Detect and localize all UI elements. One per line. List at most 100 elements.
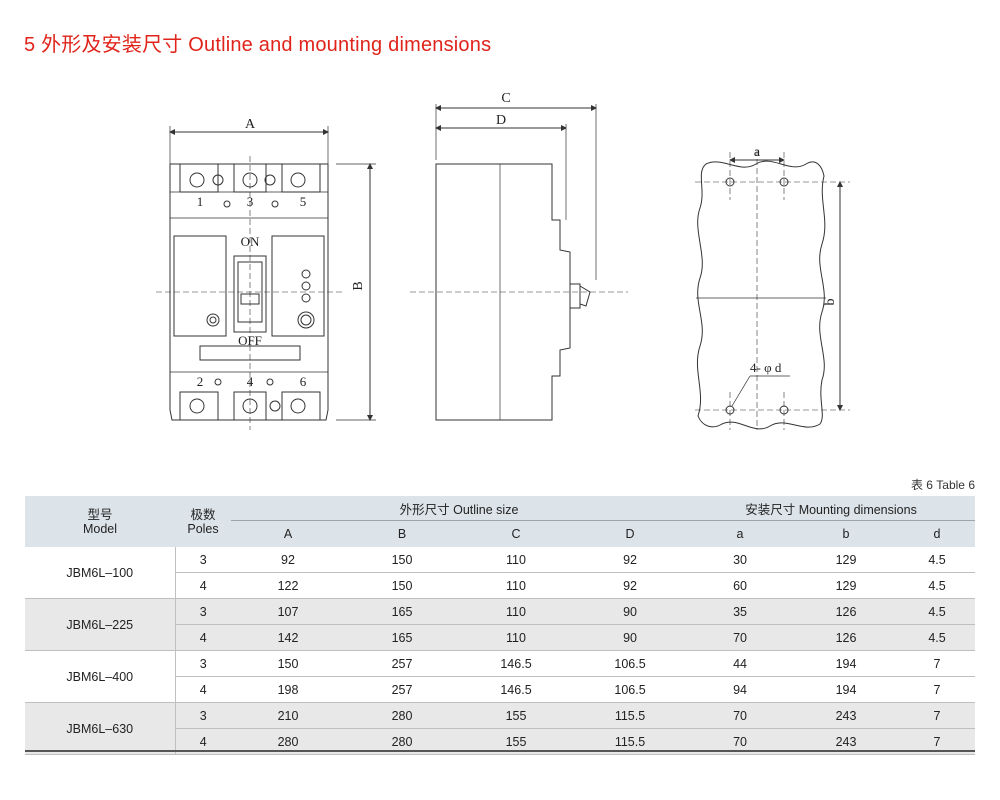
- value-cell: 110: [459, 598, 573, 625]
- dim-label-b-spacing: b: [823, 299, 838, 306]
- poles-cell: 4: [174, 572, 231, 599]
- value-cell: 150: [345, 572, 459, 599]
- model-cell: JBM6L–225: [25, 598, 175, 651]
- model-cell: JBM6L–630: [25, 702, 175, 755]
- poles-cell: 4: [174, 624, 231, 651]
- value-cell: 210: [231, 702, 345, 729]
- value-cell: 4.5: [899, 598, 976, 625]
- value-cell: 7: [899, 702, 976, 729]
- header-poles-cn: 极数: [190, 507, 216, 522]
- value-cell: 4.5: [899, 547, 976, 573]
- poles-cell: 3: [174, 547, 231, 573]
- value-cell: 4.5: [899, 624, 976, 651]
- terminal-label-2: 2: [197, 374, 204, 389]
- header-col-d-mount: d: [899, 520, 976, 547]
- dim-label-c: C: [501, 91, 510, 106]
- front-right-window: [271, 235, 325, 337]
- header-model-en: Model: [82, 521, 118, 536]
- value-cell: 110: [459, 624, 573, 651]
- dimensions-table: 型号 Model 极数 Poles 外形尺寸 Outline size 安装尺寸…: [25, 496, 976, 755]
- value-cell: 194: [793, 650, 900, 677]
- value-cell: 126: [793, 624, 900, 651]
- value-cell: 257: [345, 676, 459, 703]
- header-col-d: D: [573, 520, 688, 547]
- value-cell: 150: [345, 547, 459, 573]
- value-cell: 110: [459, 547, 573, 573]
- front-left-window: [173, 235, 227, 337]
- poles-cell: 3: [174, 650, 231, 677]
- header-poles: 极数 Poles: [175, 496, 231, 547]
- value-cell: 146.5: [459, 650, 573, 677]
- breaker-body: [169, 163, 329, 421]
- poles-cell: 3: [174, 702, 231, 729]
- poles-cell: 4: [174, 676, 231, 703]
- table-bottom-rule: [25, 750, 975, 752]
- value-cell: 106.5: [573, 676, 688, 703]
- value-cell: 194: [793, 676, 900, 703]
- technical-drawing-svg: A B 1 3 5 2 4 6 ON OFF C D: [156, 91, 850, 430]
- value-cell: 115.5: [573, 702, 688, 729]
- value-cell: 126: [793, 598, 900, 625]
- dim-label-a: A: [245, 117, 256, 132]
- table-header-row-1: 型号 Model 极数 Poles 外形尺寸 Outline size 安装尺寸…: [25, 496, 976, 547]
- terminal-label-3: 3: [247, 194, 254, 209]
- outline-drawing: A B 1 3 5 2 4 6 ON OFF C D: [150, 80, 870, 440]
- value-cell: 4.5: [899, 572, 976, 599]
- model-cell: JBM6L–400: [25, 650, 175, 703]
- dim-label-b: B: [351, 281, 366, 290]
- value-cell: 165: [345, 624, 459, 651]
- value-cell: 7: [899, 650, 976, 677]
- dim-label-a-spacing: a: [754, 145, 761, 160]
- value-cell: 70: [687, 624, 794, 651]
- value-cell: 70: [687, 702, 794, 729]
- model-cell: JBM6L–100: [25, 547, 175, 599]
- section-title: 5 外形及安装尺寸 Outline and mounting dimension…: [24, 34, 492, 56]
- table-header-row-2: A B C D a b d: [25, 520, 976, 547]
- header-col-a: A: [231, 520, 345, 547]
- side-view: [410, 104, 628, 421]
- mounting-view: [695, 150, 850, 430]
- value-cell: 92: [573, 572, 688, 599]
- side-body: [435, 163, 571, 421]
- header-col-a-mount: a: [687, 520, 794, 547]
- value-cell: 7: [899, 676, 976, 703]
- header-outline-size: 外形尺寸 Outline size: [231, 496, 688, 521]
- value-cell: 129: [793, 572, 900, 599]
- value-cell: 35: [687, 598, 794, 625]
- value-cell: 122: [231, 572, 345, 599]
- poles-cell: 3: [174, 598, 231, 625]
- value-cell: 129: [793, 547, 900, 573]
- header-model-cn: 型号: [87, 507, 113, 522]
- terminal-label-6: 6: [300, 374, 307, 389]
- on-label: ON: [241, 234, 260, 249]
- front-view: [156, 126, 376, 430]
- hole-leader-line: [731, 375, 751, 407]
- value-cell: 92: [573, 547, 688, 573]
- value-cell: 94: [687, 676, 794, 703]
- value-cell: 110: [459, 572, 573, 599]
- value-cell: 155: [459, 702, 573, 729]
- header-col-b-mount: b: [793, 520, 900, 547]
- value-cell: 106.5: [573, 650, 688, 677]
- value-cell: 107: [231, 598, 345, 625]
- value-cell: 165: [345, 598, 459, 625]
- value-cell: 30: [687, 547, 794, 573]
- table-caption: 表 6 Table 6: [910, 478, 975, 492]
- value-cell: 198: [231, 676, 345, 703]
- terminal-label-4: 4: [247, 374, 254, 389]
- hole-size-label: 4- φ d: [750, 360, 782, 375]
- value-cell: 90: [573, 598, 688, 625]
- value-cell: 280: [345, 702, 459, 729]
- value-cell: 60: [687, 572, 794, 599]
- header-col-b: B: [345, 520, 459, 547]
- value-cell: 142: [231, 624, 345, 651]
- value-cell: 90: [573, 624, 688, 651]
- value-cell: 150: [231, 650, 345, 677]
